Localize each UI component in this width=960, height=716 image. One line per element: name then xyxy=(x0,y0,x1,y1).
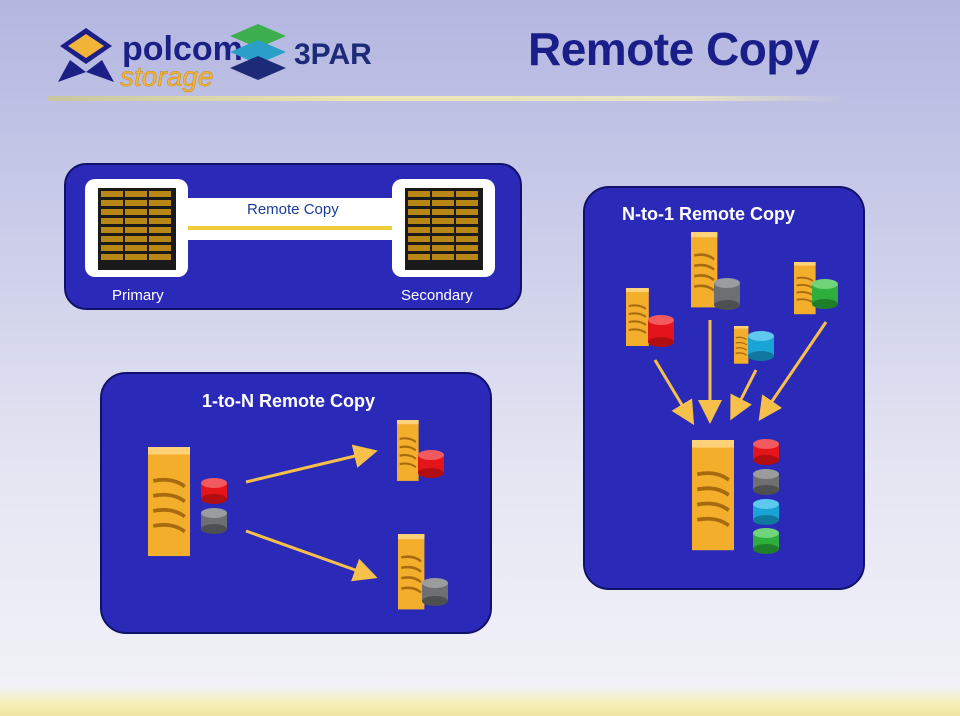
n-to-1-title: N-to-1 Remote Copy xyxy=(622,204,796,224)
brand-3par-text: 3PAR xyxy=(294,38,372,71)
footer-bar xyxy=(0,686,960,716)
panel-n-to-1 xyxy=(583,186,865,590)
polcom-emblem-icon: polcom storage xyxy=(58,28,243,92)
storage-array-icon xyxy=(405,188,483,270)
replication-link-line xyxy=(188,226,392,230)
secondary-label: Secondary xyxy=(401,287,473,304)
3par-emblem-icon: 3PAR xyxy=(230,24,372,80)
page-title: Remote Copy xyxy=(528,23,819,75)
primary-label: Primary xyxy=(112,287,164,304)
brand-polcom-text: polcom xyxy=(122,30,243,68)
primary-array-box xyxy=(85,179,188,277)
polcom-storage-logo: polcom storage xyxy=(52,20,243,92)
replication-link-band xyxy=(188,198,392,240)
secondary-array-box xyxy=(392,179,495,277)
brand-storage-text: storage xyxy=(120,61,213,92)
remote-copy-link-label: Remote Copy xyxy=(247,201,339,218)
1-to-n-title: 1-to-N Remote Copy xyxy=(202,391,376,411)
3par-logo: 3PAR xyxy=(226,22,396,82)
storage-array-icon xyxy=(98,188,176,270)
header-divider xyxy=(48,96,848,101)
